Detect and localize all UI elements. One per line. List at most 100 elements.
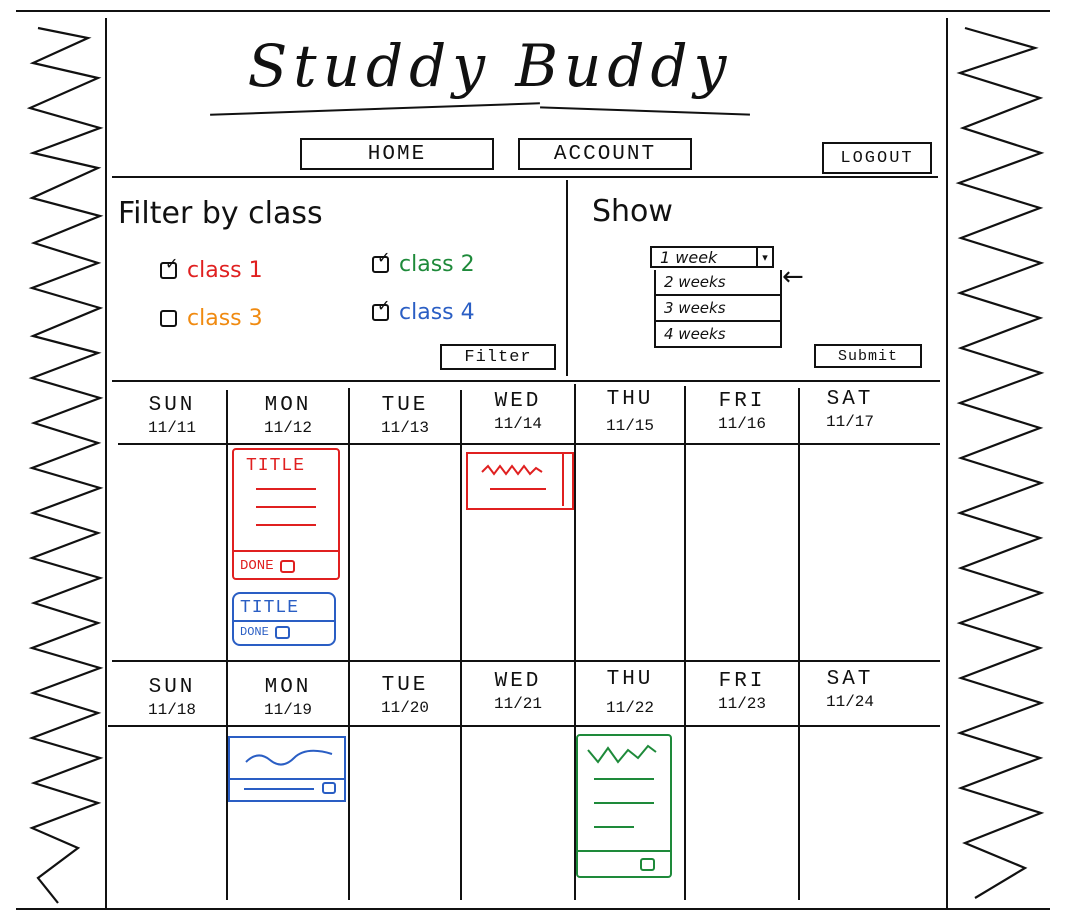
task-card-collapsed[interactable]: [228, 736, 346, 802]
left-decorative-strip: [26, 18, 107, 910]
class-2-checkbox[interactable]: ✓ class 2: [372, 248, 475, 277]
day-name: SUN: [148, 676, 196, 699]
day-divider: [460, 390, 462, 900]
day-header: MON 11/19: [228, 676, 348, 719]
account-button[interactable]: ACCOUNT: [518, 138, 692, 170]
day-name: MON: [264, 676, 312, 699]
task-line: [256, 506, 316, 508]
class-1-checkbox[interactable]: ✓ class 1: [160, 254, 263, 283]
card-footer-line: [230, 778, 344, 780]
day-date: 11/24: [825, 693, 874, 711]
done-label: DONE: [240, 625, 269, 639]
weeks-dropdown-list: 2 weeks 3 weeks 4 weeks: [654, 270, 782, 348]
checkbox-checked-icon[interactable]: [279, 559, 295, 573]
checkbox-icon[interactable]: [274, 625, 290, 639]
submit-button[interactable]: Submit: [814, 344, 922, 368]
week-separator: [112, 660, 940, 662]
card-footer-line: [578, 850, 670, 852]
day-header: SAT 11/24: [800, 668, 900, 711]
filter-heading: Filter by class: [118, 196, 323, 231]
class-2-label: class 2: [399, 252, 475, 277]
day-date: 11/14: [493, 415, 542, 433]
day-header: WED 11/21: [462, 670, 574, 713]
task-card[interactable]: TITLE DONE: [232, 448, 340, 580]
checkbox[interactable]: ✓: [372, 296, 390, 321]
task-card[interactable]: [576, 734, 672, 878]
day-date: 11/17: [825, 413, 874, 431]
class-3-label: class 3: [187, 306, 263, 331]
day-name: MON: [264, 394, 312, 417]
task-line: [594, 802, 654, 804]
task-line: [594, 826, 634, 828]
check-icon: ✓: [165, 254, 179, 273]
checkbox[interactable]: ✓: [372, 248, 390, 273]
day-name: SUN: [148, 394, 196, 417]
week1-header-line: [118, 443, 940, 445]
day-name: THU: [606, 388, 654, 411]
day-header: SUN 11/18: [118, 676, 226, 719]
day-date: 11/12: [263, 419, 312, 437]
day-name: WED: [494, 670, 542, 693]
home-button[interactable]: HOME: [300, 138, 494, 170]
app-title: Studdy Buddy: [247, 32, 733, 100]
panel-divider: [566, 180, 568, 376]
right-decorative-strip: [946, 18, 1045, 910]
task-title: TITLE: [240, 598, 300, 618]
day-divider: [226, 390, 228, 900]
day-header: THU 11/22: [576, 668, 684, 717]
day-date: 11/11: [147, 419, 196, 437]
nav-separator: [112, 176, 938, 178]
class-4-label: class 4: [399, 300, 475, 325]
day-date: 11/16: [717, 415, 766, 433]
weeks-option[interactable]: 3 weeks: [656, 296, 780, 322]
checkbox-icon[interactable]: [322, 782, 336, 794]
weeks-option[interactable]: 4 weeks: [664, 325, 726, 343]
day-date: 11/21: [493, 695, 542, 713]
day-name: WED: [494, 390, 542, 413]
checkbox-icon[interactable]: [640, 858, 655, 871]
checkbox[interactable]: ✓: [160, 254, 178, 279]
day-date: 11/19: [263, 701, 312, 719]
show-heading: Show: [592, 194, 673, 229]
day-name: FRI: [718, 390, 766, 413]
filter-button[interactable]: Filter: [440, 344, 556, 370]
check-icon: ✓: [377, 296, 391, 315]
day-divider: [574, 384, 576, 900]
day-name: FRI: [718, 670, 766, 693]
day-date: 11/22: [605, 699, 654, 717]
day-date: 11/15: [605, 417, 654, 435]
chevron-down-icon[interactable]: ▾: [756, 248, 772, 266]
class-1-label: class 1: [187, 258, 263, 283]
weeks-option[interactable]: 2 weeks: [656, 270, 780, 296]
day-header: THU 11/15: [576, 388, 684, 435]
task-title-scribble: [481, 464, 543, 476]
task-title-scribble: [245, 749, 333, 766]
day-date: 11/18: [147, 701, 196, 719]
class-3-checkbox[interactable]: class 3: [160, 306, 263, 331]
weeks-select[interactable]: 1 week ▾: [650, 246, 774, 268]
day-header: WED 11/14: [462, 390, 574, 433]
task-card-collapsed[interactable]: [466, 452, 574, 510]
done-label: DONE: [240, 558, 274, 574]
day-divider: [684, 386, 686, 900]
task-line: [256, 524, 316, 526]
checkbox[interactable]: [160, 310, 177, 327]
task-line: [594, 778, 654, 780]
task-line: [490, 488, 546, 490]
day-name: SAT: [826, 388, 874, 411]
logout-button[interactable]: LOGOUT: [822, 142, 932, 174]
task-card[interactable]: TITLE DONE: [232, 592, 336, 646]
done-toggle[interactable]: DONE: [240, 625, 290, 639]
day-name: TUE: [381, 394, 429, 417]
day-date: 11/23: [717, 695, 766, 713]
day-name: TUE: [381, 674, 429, 697]
week2-header-line: [108, 725, 940, 727]
day-divider: [348, 388, 350, 900]
page-frame: [16, 10, 1050, 910]
done-toggle[interactable]: DONE: [240, 558, 295, 574]
day-name: THU: [606, 668, 654, 691]
day-name: SAT: [826, 668, 874, 691]
class-4-checkbox[interactable]: ✓ class 4: [372, 296, 475, 325]
